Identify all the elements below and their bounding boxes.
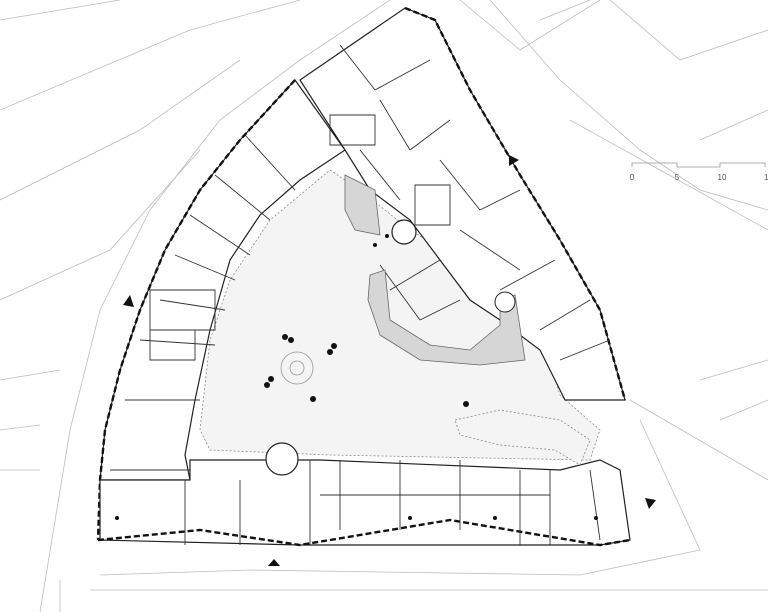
entrance-marker-left <box>123 295 134 307</box>
entrance-marker-bottom-right <box>645 498 656 509</box>
scale-bar: 0 5 10 15 <box>630 162 768 182</box>
scale-label-10: 10 <box>718 173 727 182</box>
entrance-marker-bottom <box>268 559 280 566</box>
courtyard <box>199 169 601 461</box>
scale-label-15: 15 <box>764 173 768 182</box>
scale-label-5: 5 <box>675 173 680 182</box>
courtyard-features <box>115 234 598 520</box>
planted-area-1 <box>344 174 381 236</box>
spiral-stair <box>265 219 516 476</box>
south-wing-facade <box>97 518 631 547</box>
entrance-marker-top-right <box>509 155 519 166</box>
terrace-curve <box>454 409 591 466</box>
west-wing-facade <box>96 79 296 541</box>
south-wing <box>99 459 631 546</box>
scale-label-0: 0 <box>630 173 635 182</box>
room-partitions <box>110 44 611 545</box>
north-east-wing-facade <box>404 6 627 401</box>
